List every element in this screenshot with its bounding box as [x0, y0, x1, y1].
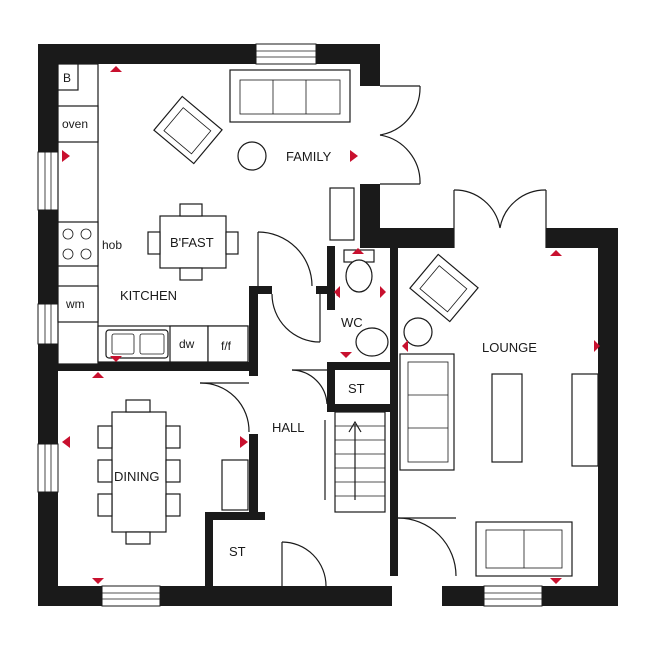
marker: [402, 340, 408, 352]
room-label-wc: WC: [341, 315, 363, 330]
room-label-lounge: LOUNGE: [482, 340, 537, 355]
marker: [92, 578, 104, 584]
dining-table: [111, 411, 167, 533]
sink: [105, 329, 169, 359]
fixture-label-ff: f/f: [221, 339, 232, 353]
marker: [92, 372, 104, 378]
marker: [334, 286, 340, 298]
marker: [62, 150, 70, 162]
fixture-label-boiler: B: [63, 71, 71, 85]
room-label-hall: HALL: [272, 420, 305, 435]
marker: [352, 248, 364, 254]
windows: [37, 43, 547, 607]
marker: [350, 150, 358, 162]
window-family-top: [255, 43, 317, 65]
internal-walls: [58, 246, 398, 592]
room-labels: FAMILY KITCHEN B'FAST DINING HALL WC LOU…: [114, 149, 537, 559]
window-kitchen-left-lower: [37, 303, 59, 345]
room-label-family: FAMILY: [286, 149, 332, 164]
lounge-tv-unit: [571, 373, 599, 467]
kitchen-units: [57, 63, 355, 365]
marker: [380, 286, 386, 298]
room-label-store-lower: ST: [229, 544, 246, 559]
internal-doors: [199, 231, 457, 587]
ff-unit: [207, 325, 249, 363]
hob-unit: [57, 221, 99, 267]
room-label-kitchen: KITCHEN: [120, 288, 177, 303]
fixture-label-hob: hob: [102, 238, 122, 252]
family-coffee-table: [237, 141, 267, 171]
marker: [550, 578, 562, 584]
marker: [110, 356, 122, 362]
staircase: [324, 411, 386, 513]
oven-unit: [57, 105, 99, 143]
wm-unit: [57, 285, 99, 323]
boiler-unit: [57, 63, 79, 91]
furniture: [97, 69, 599, 577]
wc-basin: [355, 327, 389, 357]
fixture-label-oven: oven: [62, 117, 88, 131]
marker: [110, 66, 122, 72]
dimension-markers: [62, 66, 600, 584]
marker: [550, 250, 562, 256]
window-kitchen-left: [37, 151, 59, 211]
marker: [594, 340, 600, 352]
window-lounge-bottom: [483, 585, 543, 607]
lounge-coffee-table: [491, 373, 523, 463]
fixture-label-dw: dw: [179, 337, 195, 351]
room-label-dining: DINING: [114, 469, 160, 484]
marker: [240, 436, 248, 448]
fixture-label-wm: wm: [65, 297, 85, 311]
window-dining-bottom: [101, 585, 161, 607]
marker: [62, 436, 70, 448]
breakfast-table: [159, 215, 227, 269]
lounge-sofa-left: [399, 353, 455, 471]
room-label-store-upper: ST: [348, 381, 365, 396]
fixture-labels: B oven hob wm dw f/f: [62, 71, 232, 353]
window-dining-left: [37, 443, 59, 493]
room-label-breakfast: B'FAST: [170, 235, 214, 250]
wc-toilet: [345, 259, 373, 293]
family-sofa: [229, 69, 351, 123]
marker: [340, 352, 352, 358]
